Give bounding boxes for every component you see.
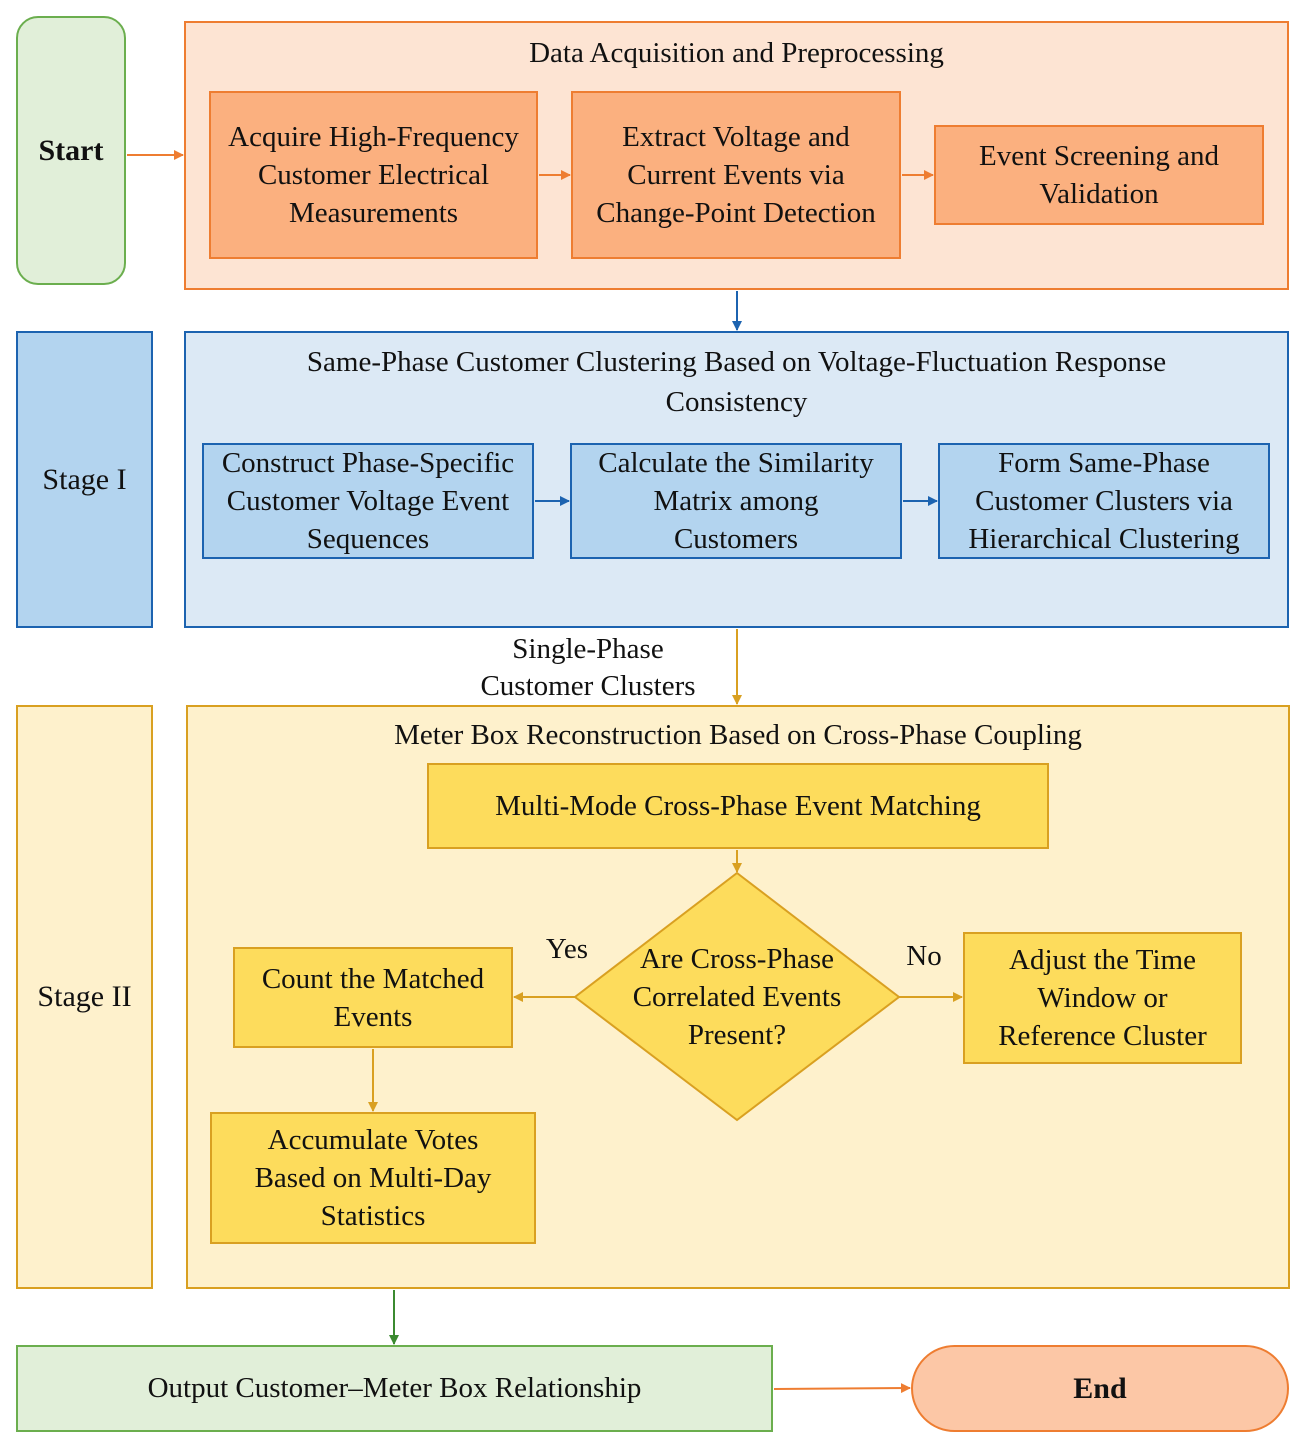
adjust-window-label: Adjust the Time Window or Reference Clus…: [998, 944, 1207, 1052]
extract-events-label: Extract Voltage and Current Events via C…: [596, 121, 876, 229]
no-label: No: [906, 940, 942, 972]
construct-sequences-label: Construct Phase-Specific Customer Voltag…: [221, 447, 515, 555]
stage1-label: Stage I: [42, 462, 127, 496]
event-screening-label: Event Screening and Validation: [979, 140, 1219, 210]
end-label: End: [1073, 1371, 1127, 1405]
stage2-label-box: Stage II: [16, 705, 153, 1289]
output-box: Output Customer–Meter Box Relationship: [16, 1345, 773, 1432]
stage1-label-box: Stage I: [16, 331, 153, 628]
output-to-end-arrow: [773, 1383, 911, 1394]
start-terminal: Start: [16, 16, 126, 285]
event-matching-box: Multi-Mode Cross-Phase Event Matching: [427, 763, 1049, 849]
extract-events-box: Extract Voltage and Current Events via C…: [571, 91, 901, 259]
end-terminal: End: [911, 1345, 1289, 1432]
count-matched-box: Count the Matched Events: [233, 947, 513, 1048]
decision-text-box: Are Cross-Phase Correlated Events Presen…: [600, 935, 874, 1059]
stage2-label: Stage II: [37, 980, 132, 1013]
accumulate-votes-label: Accumulate Votes Based on Multi-Day Stat…: [254, 1124, 492, 1232]
yes-label: Yes: [545, 933, 589, 965]
stage1-title: Same-Phase Customer Clustering Based on …: [306, 346, 1167, 418]
acquire-measurements-box: Acquire High-Frequency Customer Electric…: [209, 91, 538, 259]
output-label: Output Customer–Meter Box Relationship: [147, 1372, 642, 1404]
start-label: Start: [38, 133, 104, 167]
form-clusters-label: Form Same-Phase Customer Clusters via Hi…: [968, 447, 1240, 555]
count-matched-label: Count the Matched Events: [261, 962, 485, 1033]
accumulate-votes-box: Accumulate Votes Based on Multi-Day Stat…: [210, 1112, 536, 1244]
stage2-title: Meter Box Reconstruction Based on Cross-…: [394, 719, 1082, 751]
acquisition-title: Data Acquisition and Preprocessing: [529, 37, 944, 69]
single-phase-clusters-label: Single-Phase Customer Clusters: [480, 633, 696, 702]
acquire-measurements-label: Acquire High-Frequency Customer Electric…: [228, 121, 519, 229]
similarity-matrix-label: Calculate the Similarity Matrix among Cu…: [598, 447, 874, 555]
decision-label: Are Cross-Phase Correlated Events Presen…: [632, 943, 842, 1051]
event-screening-box: Event Screening and Validation: [934, 125, 1264, 225]
form-clusters-box: Form Same-Phase Customer Clusters via Hi…: [938, 443, 1270, 559]
adjust-window-box: Adjust the Time Window or Reference Clus…: [963, 932, 1242, 1064]
construct-sequences-box: Construct Phase-Specific Customer Voltag…: [202, 443, 534, 559]
similarity-matrix-box: Calculate the Similarity Matrix among Cu…: [570, 443, 902, 559]
event-matching-label: Multi-Mode Cross-Phase Event Matching: [495, 789, 981, 822]
